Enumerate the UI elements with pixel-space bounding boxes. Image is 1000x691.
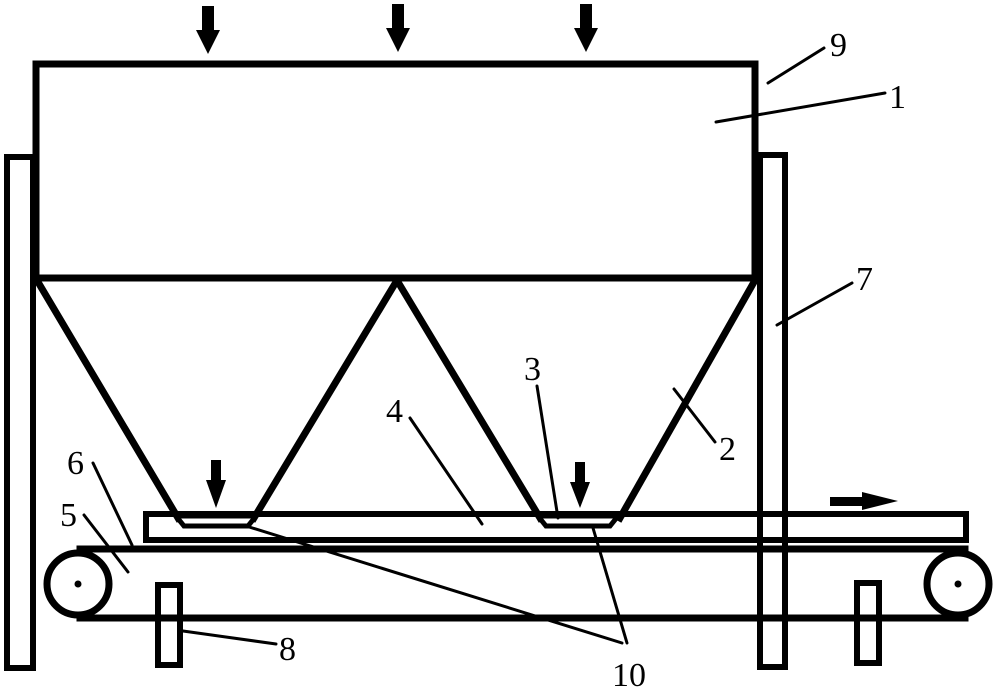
outlet-gate-left: [170, 513, 262, 529]
label-8: 8: [279, 631, 296, 668]
label-5: 5: [60, 497, 77, 534]
right-roller: [923, 549, 993, 619]
funnel-left: [33, 277, 401, 523]
label-10: 10: [612, 657, 646, 691]
funnel-right: [393, 277, 759, 523]
belt-support-right: [854, 580, 882, 666]
hopper-upper-box: [32, 60, 759, 282]
left-roller: [43, 549, 113, 619]
conveyor-direction-arrow: [830, 492, 898, 510]
label-7: 7: [856, 261, 873, 298]
label-3: 3: [524, 351, 541, 388]
label-4: 4: [386, 393, 403, 430]
outlet-arrow-left: [206, 460, 226, 508]
label-9: 9: [830, 27, 847, 64]
feed-arrow-3: [574, 4, 598, 52]
conveyor-belt: [43, 545, 993, 622]
right-support-column: [757, 152, 788, 670]
feed-arrow-2: [386, 4, 410, 52]
outlet-gate-right: [532, 513, 624, 529]
outlet-arrow-right: [570, 462, 590, 508]
belt-support-left: [155, 582, 183, 668]
leader-lines: [82, 46, 887, 646]
label-2: 2: [719, 431, 736, 468]
label-6: 6: [67, 445, 84, 482]
left-support-column: [4, 154, 36, 671]
label-1: 1: [889, 79, 906, 116]
feed-arrow-1: [196, 6, 220, 54]
